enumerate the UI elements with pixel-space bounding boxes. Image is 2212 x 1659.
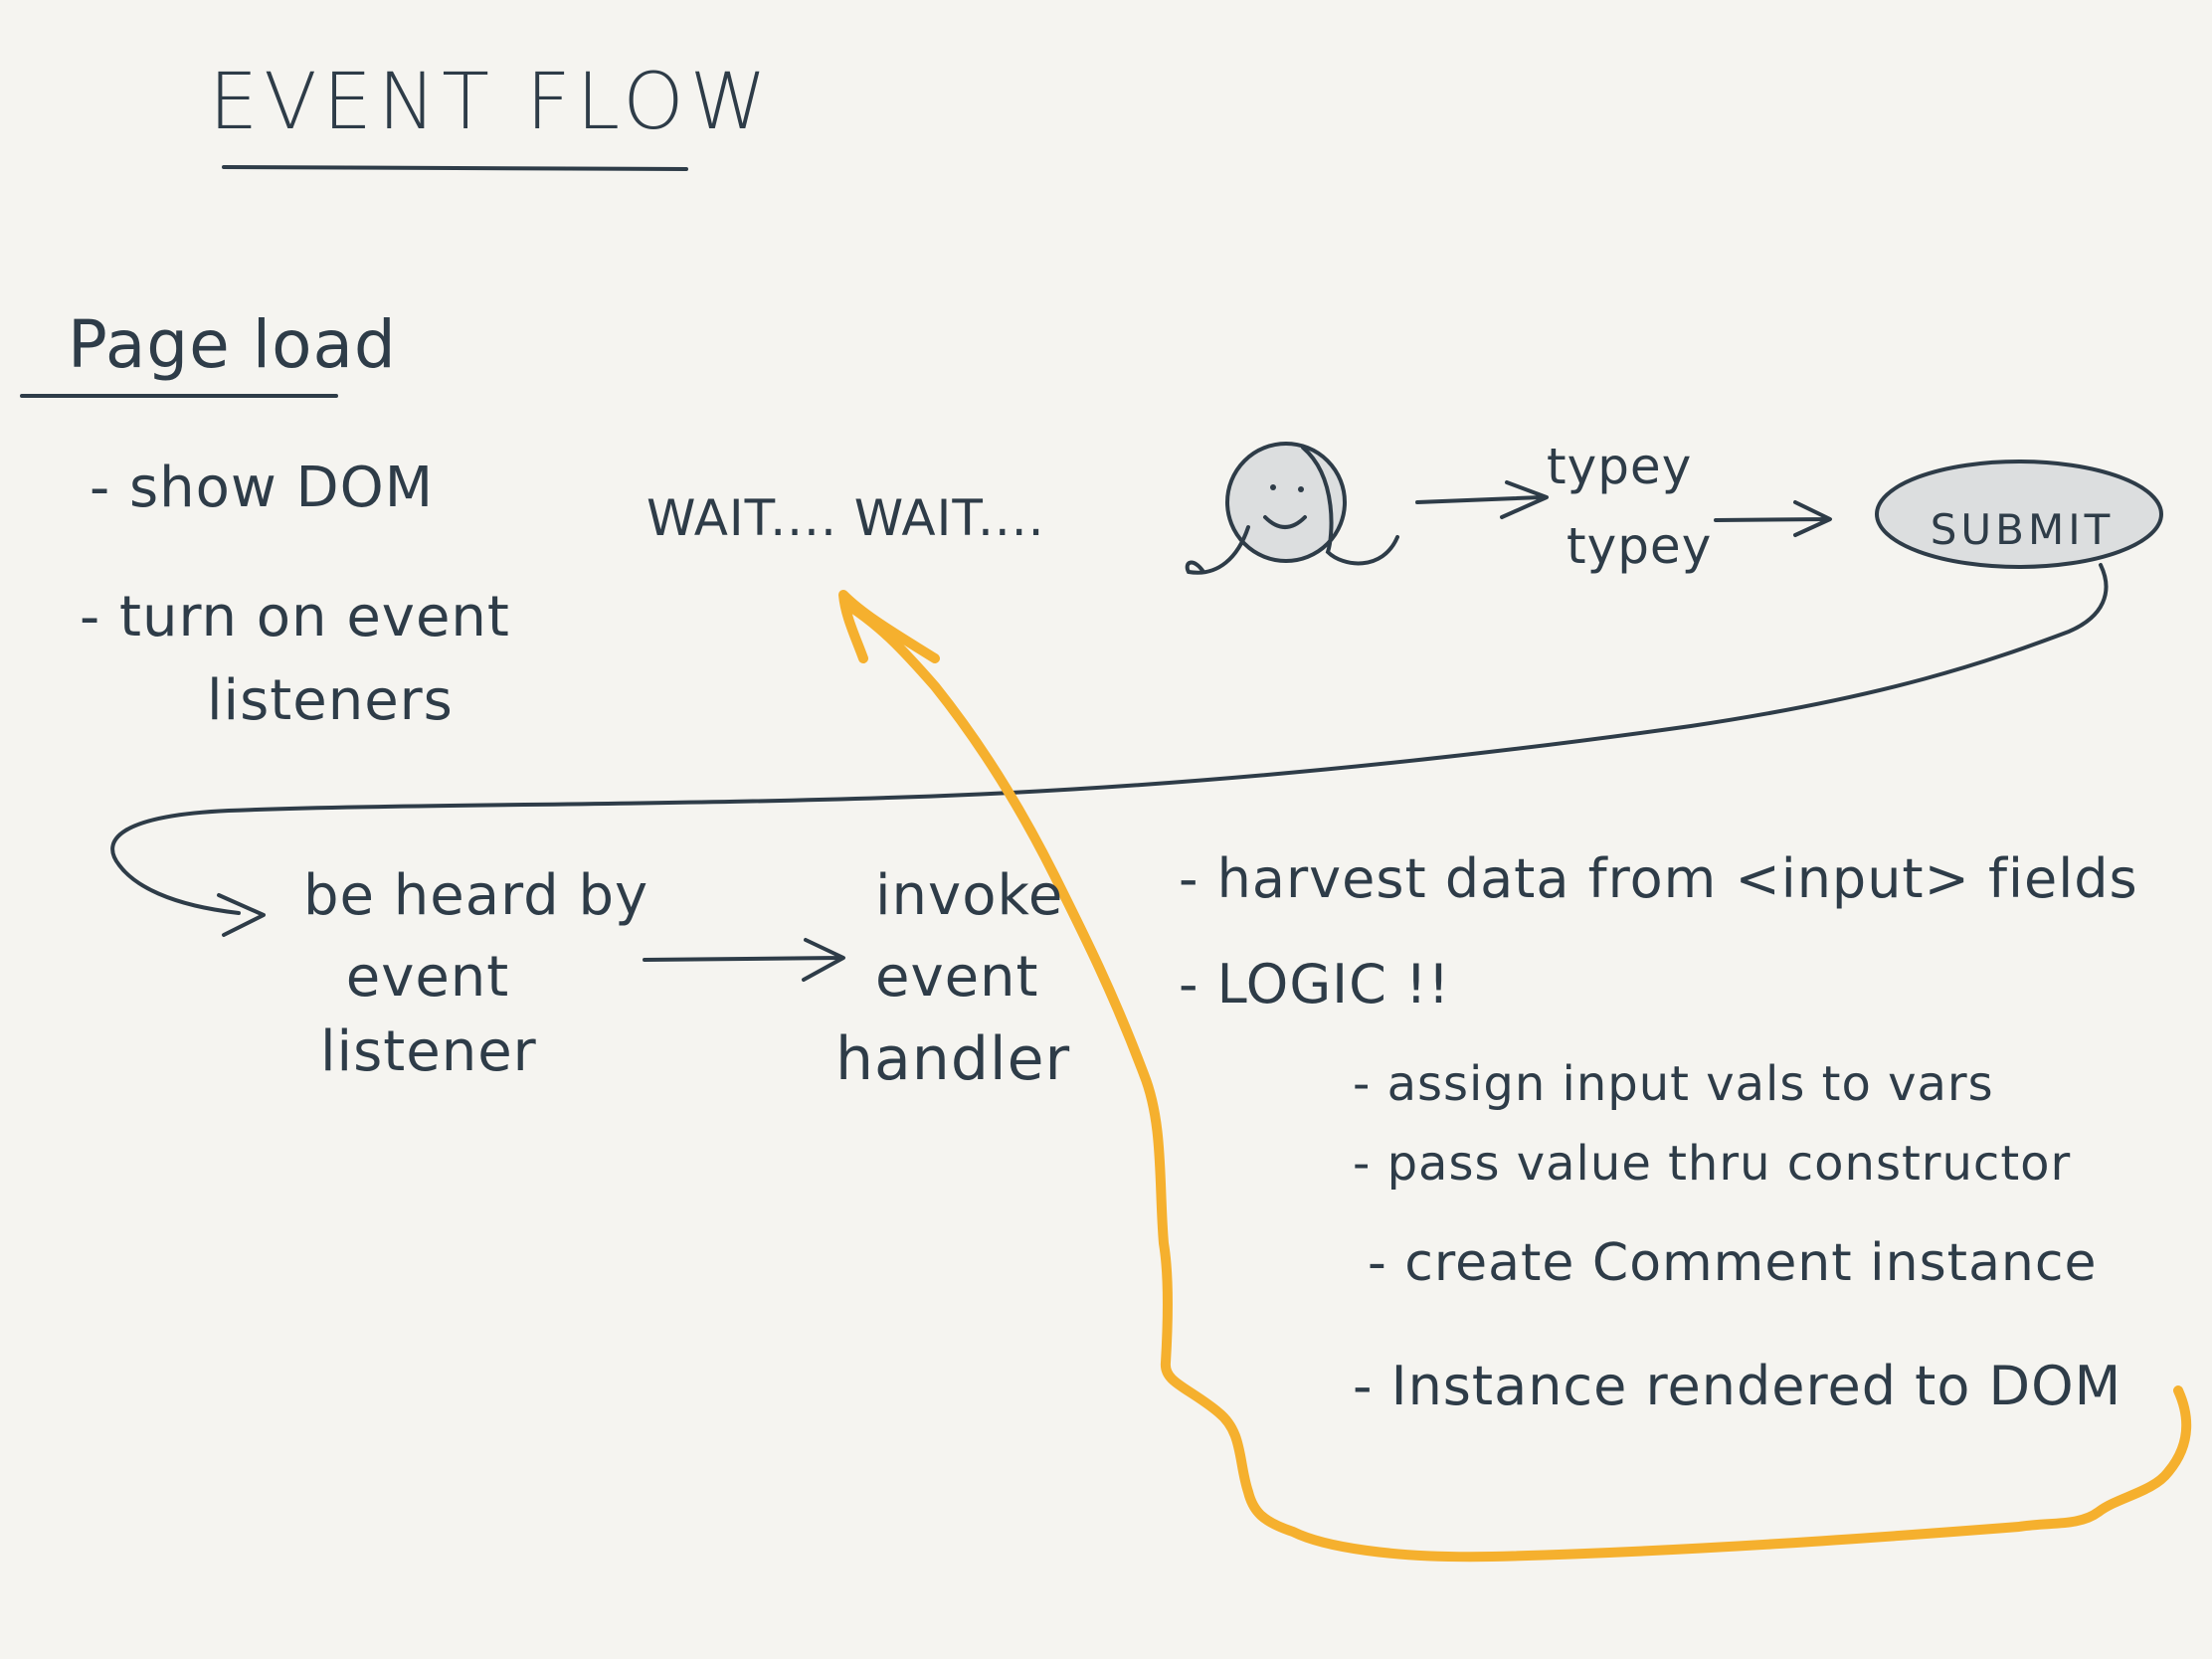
typing-text: typey (1547, 438, 1693, 495)
handler-step: - harvest data from <input> fields (1179, 847, 2138, 910)
title-underline (222, 165, 688, 171)
arrow-to-handler (643, 938, 845, 982)
invoke-text: event (875, 945, 1039, 1010)
heard-text: listener (320, 1019, 537, 1084)
return-loop (845, 602, 2192, 1563)
section-heading: Page load (68, 306, 397, 383)
handler-step: - LOGIC !! (1179, 953, 1451, 1015)
return-loop-arrowhead (838, 590, 940, 663)
invoke-text: handler (835, 1024, 1071, 1094)
typing-text: typey (1567, 517, 1713, 575)
logic-substep: - assign input vals to vars (1353, 1056, 1994, 1112)
page-load-item: - turn on event (80, 585, 510, 649)
heard-text: event (345, 945, 510, 1010)
invoke-text: invoke (875, 863, 1064, 928)
submit-button-shape (1875, 460, 2163, 569)
arrow-to-submit (1714, 500, 1832, 537)
page-load-item: - show DOM (90, 456, 435, 520)
loop-connector (110, 563, 2109, 937)
logic-substep: - create Comment instance (1368, 1233, 2098, 1293)
submit-button-label: SUBMIT (1930, 504, 2115, 554)
page-load-item: listeners (207, 668, 454, 733)
user-face-icon (1185, 442, 1399, 575)
logic-substep: - pass value thru constructor (1353, 1136, 2072, 1192)
wait-text: WAIT.... WAIT.... (646, 489, 1045, 547)
logic-substep: - Instance rendered to DOM (1353, 1355, 2122, 1417)
heard-text: be heard by (303, 863, 649, 928)
arrow-to-typing (1415, 480, 1549, 519)
page-title: EVENT FLOW (209, 58, 773, 147)
